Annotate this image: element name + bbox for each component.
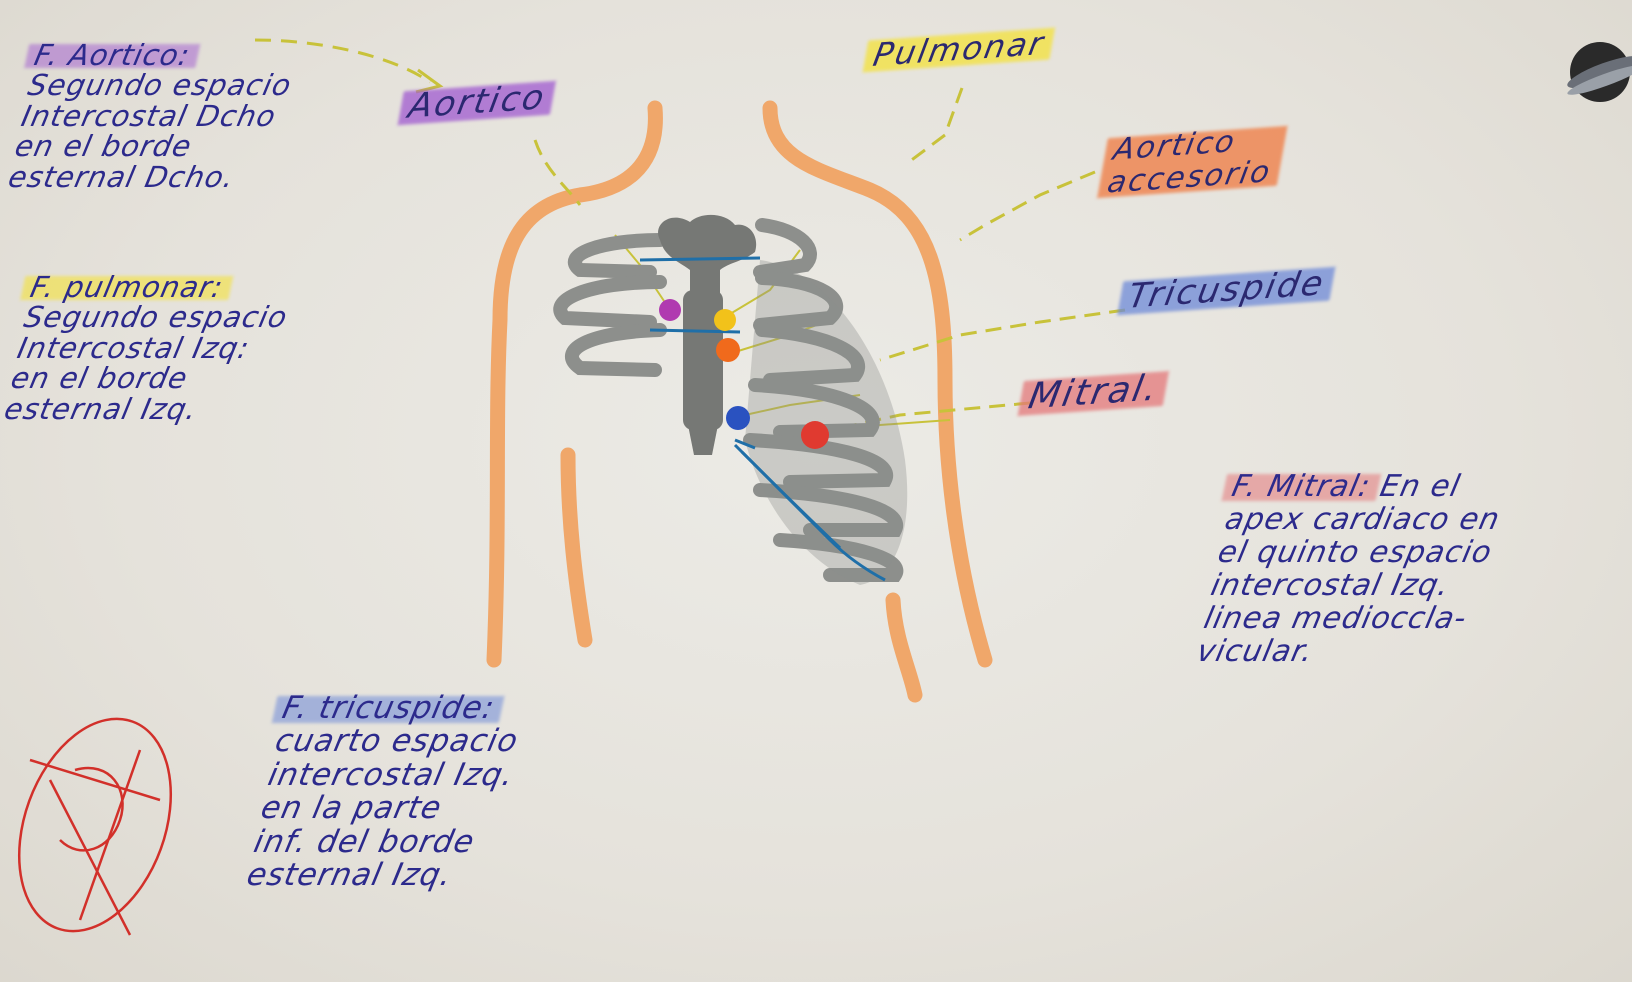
note-tricuspide: F. tricuspide: cuarto espacio intercosta… bbox=[244, 692, 532, 893]
note-line: Segundo espacio bbox=[25, 70, 294, 100]
note-line: esternal Izq. bbox=[244, 859, 496, 892]
note-line: esternal Dcho. bbox=[6, 162, 275, 192]
note-tricuspide-heading-text: F. tricuspide: bbox=[279, 690, 498, 726]
focus-aortico bbox=[659, 299, 681, 321]
binder-ring-icon bbox=[1564, 42, 1632, 102]
note-aortico-heading: F. Aortico: bbox=[32, 40, 193, 70]
note-line: Intercostal Dcho bbox=[19, 101, 288, 131]
note-aortico: F. Aortico: Segundo espacio Intercostal … bbox=[6, 40, 301, 192]
label-aortico-accesorio: Aortico accesorio bbox=[1105, 122, 1280, 199]
note-mitral: F. Mitral: En el apex cardiaco en el qui… bbox=[1194, 470, 1510, 668]
note-line: vicular. bbox=[1194, 635, 1475, 668]
note-pulmonar-heading-text: F. pulmonar: bbox=[27, 270, 226, 304]
note-mitral-heading-tail: En el bbox=[1377, 469, 1464, 504]
note-mitral-heading-text: F. Mitral: bbox=[1229, 469, 1374, 504]
note-mitral-heading: F. Mitral: bbox=[1229, 470, 1374, 503]
note-line: en el borde bbox=[8, 363, 277, 393]
note-line: apex cardiaco en bbox=[1222, 503, 1503, 536]
note-line: en el borde bbox=[12, 131, 281, 161]
note-line: cuarto espacio bbox=[272, 725, 524, 758]
focus-mitral bbox=[801, 421, 829, 449]
note-line: Intercostal Izq: bbox=[15, 333, 284, 363]
note-tricuspide-heading: F. tricuspide: bbox=[279, 692, 498, 725]
focus-pulmonar bbox=[714, 309, 736, 331]
focus-tricuspide bbox=[726, 406, 750, 430]
note-pulmonar-heading: F. pulmonar: bbox=[28, 272, 227, 302]
note-line: en la parte bbox=[258, 792, 510, 825]
note-aortico-heading-text: F. Aortico: bbox=[31, 38, 193, 72]
note-line: linea medioccla- bbox=[1201, 602, 1482, 635]
note-line: esternal Izq. bbox=[2, 394, 271, 424]
note-mitral-heading-line: F. Mitral: En el bbox=[1229, 470, 1510, 503]
torso-outline bbox=[494, 108, 985, 695]
note-pulmonar: F. pulmonar: Segundo espacio Intercostal… bbox=[2, 272, 297, 424]
note-line: Segundo espacio bbox=[21, 302, 290, 332]
note-line: intercostal Izq. bbox=[265, 759, 517, 792]
note-line: intercostal Izq. bbox=[1208, 569, 1489, 602]
note-line: el quinto espacio bbox=[1215, 536, 1496, 569]
note-line: inf. del borde bbox=[251, 826, 503, 859]
signature-mark bbox=[0, 698, 198, 953]
focus-aortico-accesorio bbox=[716, 338, 740, 362]
